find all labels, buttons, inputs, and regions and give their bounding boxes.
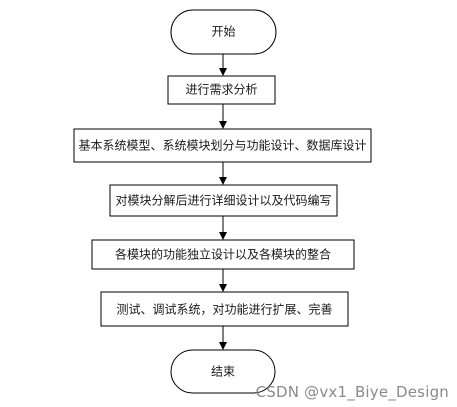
- end-label: 结束: [211, 365, 235, 379]
- process-step-3-label: 对模块分解后进行详细设计以及代码编写: [115, 193, 331, 208]
- process-step-4-label: 各模块的功能独立设计以及各模块的整合: [115, 247, 331, 262]
- process-step-2-label: 基本系统模型、系统模块划分与功能设计、数据库设计: [78, 138, 366, 153]
- process-step-1-label: 进行需求分析: [185, 83, 257, 97]
- process-step-5: [100, 291, 349, 327]
- process-step-1: [167, 75, 276, 105]
- start-label: 开始: [211, 25, 235, 39]
- process-step-5-label: 测试、调试系统，对功能进行扩展、完善: [116, 302, 332, 317]
- process-step-3: [109, 184, 338, 217]
- watermark-text: CSDN @vx1_Biye_Design: [255, 383, 449, 401]
- process-step-4: [91, 239, 355, 270]
- end-terminal: [170, 349, 276, 394]
